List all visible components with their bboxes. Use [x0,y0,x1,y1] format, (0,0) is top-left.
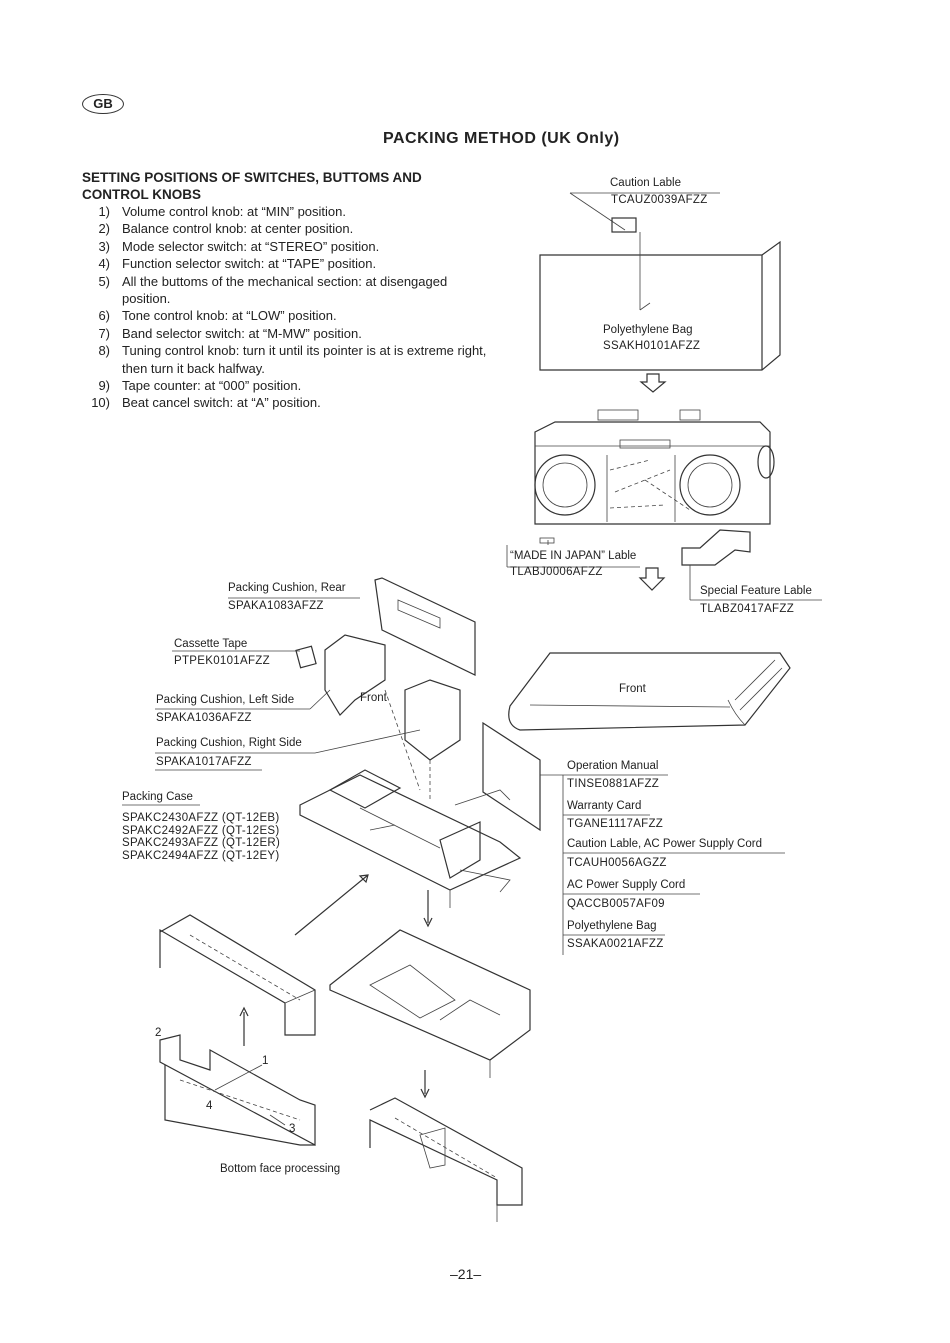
packing-case-outline [122,769,522,908]
packing-case-name: Packing Case [122,791,193,803]
case-folding-step-b [329,929,531,1078]
list-item: 9)Tape counter: at “000” position. [98,378,302,394]
special-feature-code: TLABZ0417AFZZ [700,603,795,615]
down-arrow-icon [638,567,666,591]
cushion-left-code: SPAKA1036AFZZ [156,712,252,724]
list-item: 6)Tone control knob: at “LOW” position. [98,308,337,324]
made-in-japan-name: “MADE IN JAPAN” Lable [510,550,637,562]
poly-bag-top-code: SSAKH0101AFZZ [603,340,701,352]
list-item: 8)Tuning control knob: turn it until its… [98,343,487,376]
made-in-japan-callout [506,537,640,568]
ac-cord-name: AC Power Supply Cord [567,879,686,891]
cushion-right-code: SPAKA1017AFZZ [156,756,252,768]
cassette-tape-code: PTPEK0101AFZZ [174,655,270,667]
operation-manual-name: Operation Manual [567,760,659,772]
down-arrow-icon [639,373,667,393]
case-folding-step-d [369,1097,523,1222]
settings-list: 1)Volume control knob: at “MIN” position… [72,203,492,412]
ac-cord-code: QACCB0057AF09 [567,898,665,910]
case-folding-step-a [159,914,316,1036]
step-number-1: 1 [262,1055,269,1067]
step-number-3: 3 [289,1123,296,1135]
list-item: 1)Volume control knob: at “MIN” position… [98,204,346,219]
assembly-arrows [239,874,433,1099]
radio-cassette-unit [534,409,775,525]
accessory-pack-outline [508,652,791,731]
poly-bag-top-name: Polyethylene Bag [603,324,693,336]
manual-sheet-outline [482,721,785,955]
warranty-card-code: TGANE1117AFZZ [567,818,664,830]
caution-label-callout [569,192,720,233]
list-item: 3)Mode selector switch: at “STEREO” posi… [98,238,380,254]
made-in-japan-code: TLABJ0006AFZZ [510,566,603,578]
cushion-rear-code: SPAKA1083AFZZ [228,600,324,612]
front-label-box: Front [619,683,646,695]
caution-label-code: TCAUZ0039AFZZ [611,194,708,206]
step-number-2: 2 [155,1027,162,1039]
poly-bag-bottom-name: Polyethylene Bag [567,920,657,932]
case-folding-step-c [159,1034,316,1147]
front-label-cushion: Front [360,692,387,704]
list-item: 5)All the buttoms of the mechanical sect… [98,273,448,307]
cushion-rear-name: Packing Cushion, Rear [228,582,346,594]
region-badge: GB [82,94,124,114]
warranty-card-name: Warranty Card [567,800,642,812]
side-cushions-outline [155,634,461,800]
packing-case-codes: SPAKC2430AFZZ (QT-12EB) SPAKC2492AFZZ (Q… [122,812,281,862]
polyethylene-bag-outline [539,232,781,371]
operation-manual-code: TINSE0881AFZZ [567,778,660,790]
list-item: 10)Beat cancel switch: at “A” position. [91,395,321,411]
cassette-tape-name: Cassette Tape [174,638,248,650]
special-feature-name: Special Feature Lable [700,585,812,597]
settings-heading: SETTING POSITIONS OF SWITCHES, BUTTOMS A… [82,170,422,202]
list-item: 4)Function selector switch: at “TAPE” po… [98,256,377,272]
rear-cushion-outline [228,577,476,676]
page-title: PACKING METHOD (UK Only) [383,130,620,147]
cassette-tape-outline [172,645,317,669]
caution-label-name: Caution Lable [610,177,681,189]
page-number: –21– [450,1266,482,1282]
cushion-left-name: Packing Cushion, Left Side [156,694,295,706]
special-feature-label-callout [681,529,822,601]
caution-ac-name: Caution Lable, AC Power Supply Cord [567,838,762,850]
caution-ac-code: TCAUH0056AGZZ [567,857,667,869]
list-item: 7)Band selector switch: at “M-MW” positi… [98,325,362,341]
step-number-4: 4 [206,1100,213,1112]
list-item: 2)Balance control knob: at center positi… [98,221,354,237]
cushion-right-name: Packing Cushion, Right Side [156,737,302,749]
bottom-face-caption: Bottom face processing [220,1163,341,1175]
poly-bag-bottom-code: SSAKA0021AFZZ [567,938,664,950]
